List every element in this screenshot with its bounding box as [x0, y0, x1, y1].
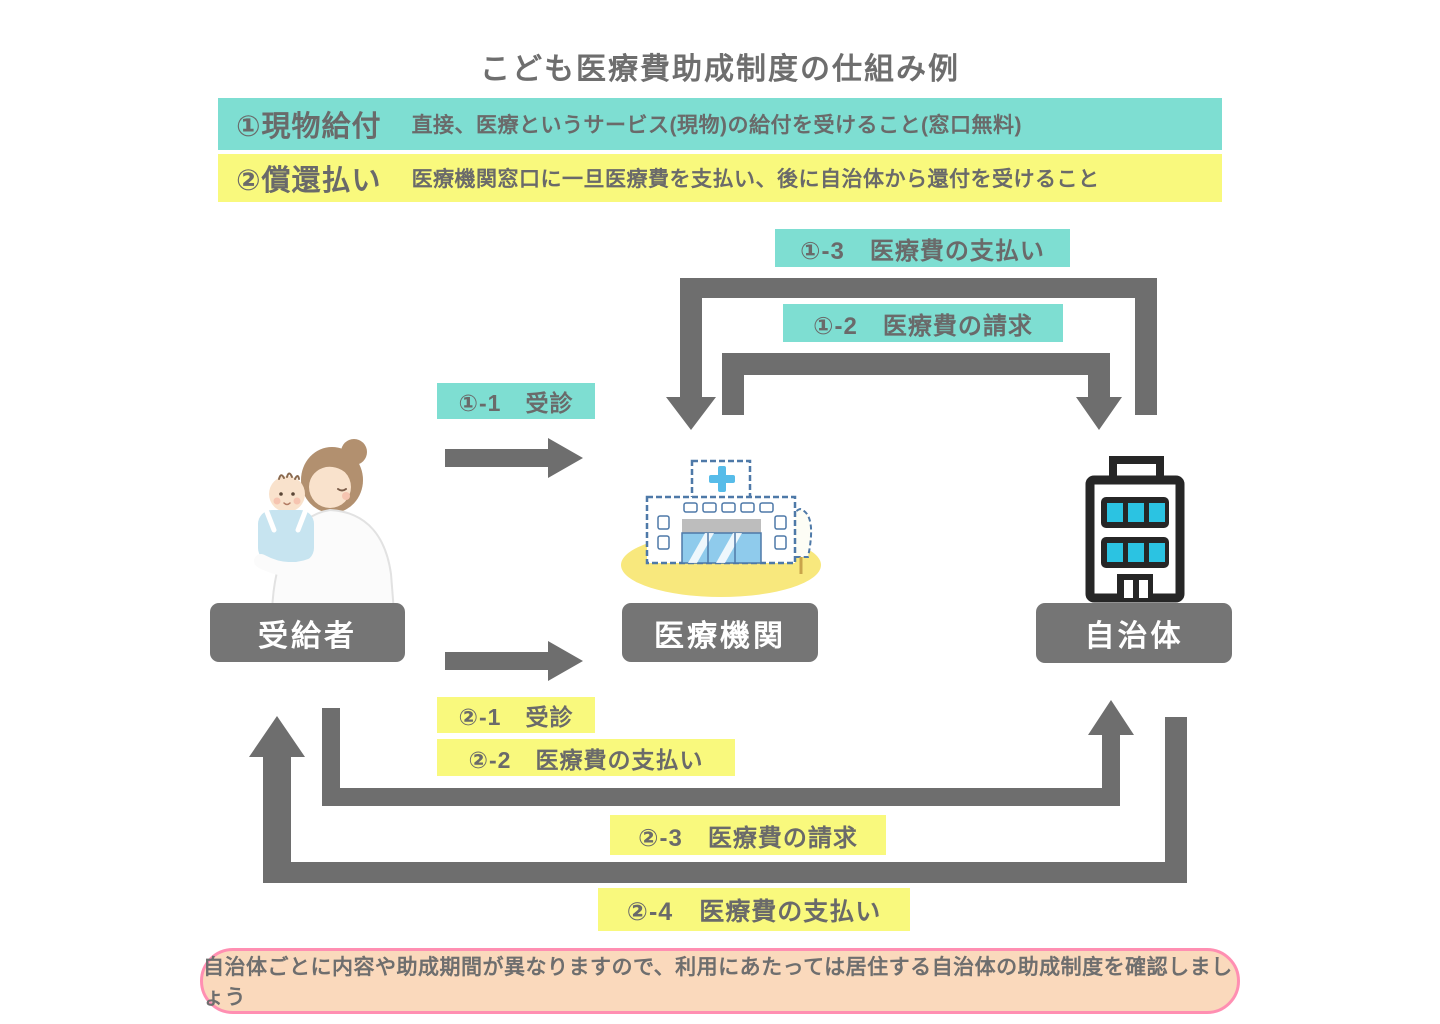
arrow-1-1-icon — [445, 438, 583, 478]
flow-label-2-2: ②-2 医療費の支払い — [437, 739, 735, 776]
flow-label-2-1: ②-1 受診 — [437, 697, 595, 733]
arrow-2-3-icon — [322, 700, 1134, 806]
flow-label-1-2: ①-2 医療費の請求 — [783, 304, 1063, 342]
legend-term-2: ②償還払い — [236, 165, 382, 197]
flow-label-2-4: ②-4 医療費の支払い — [598, 888, 910, 931]
municipality-building-icon — [1085, 456, 1185, 603]
page-title: こども医療費助成制度の仕組み例 — [480, 53, 960, 86]
arrow-1-2-icon — [722, 353, 1122, 430]
hospital-illustration — [621, 459, 821, 597]
arrow-1-3-icon — [666, 278, 1157, 430]
entity-recipient: 受給者 — [210, 603, 405, 662]
legend-reimbursement: ②償還払い 医療機関窓口に一旦医療費を支払い、後に自治体から還付を受けること — [218, 154, 1222, 202]
entity-medical-institution: 医療機関 — [622, 603, 818, 662]
recipient-illustration — [254, 439, 396, 613]
legend-desc-1: 直接、医療というサービス(現物)の給付を受けること(窓口無料) — [411, 114, 1023, 137]
legend-benefit-in-kind: ①現物給付 直接、医療というサービス(現物)の給付を受けること(窓口無料) — [218, 98, 1222, 150]
arrow-2-4-icon — [249, 716, 1187, 883]
flow-label-1-1: ①-1 受診 — [437, 383, 595, 419]
flow-label-1-3: ①-3 医療費の支払い — [775, 229, 1070, 267]
arrow-2-1-icon — [445, 641, 583, 681]
legend-desc-2: 医療機関窓口に一旦医療費を支払い、後に自治体から還付を受けること — [411, 168, 1100, 191]
footer-note: 自治体ごとに内容や助成期間が異なりますので、利用にあたっては居住する自治体の助成… — [200, 948, 1240, 1014]
flow-label-2-3: ②-3 医療費の請求 — [610, 815, 886, 855]
entity-municipality: 自治体 — [1036, 603, 1232, 663]
legend-term-1: ①現物給付 — [236, 111, 382, 143]
